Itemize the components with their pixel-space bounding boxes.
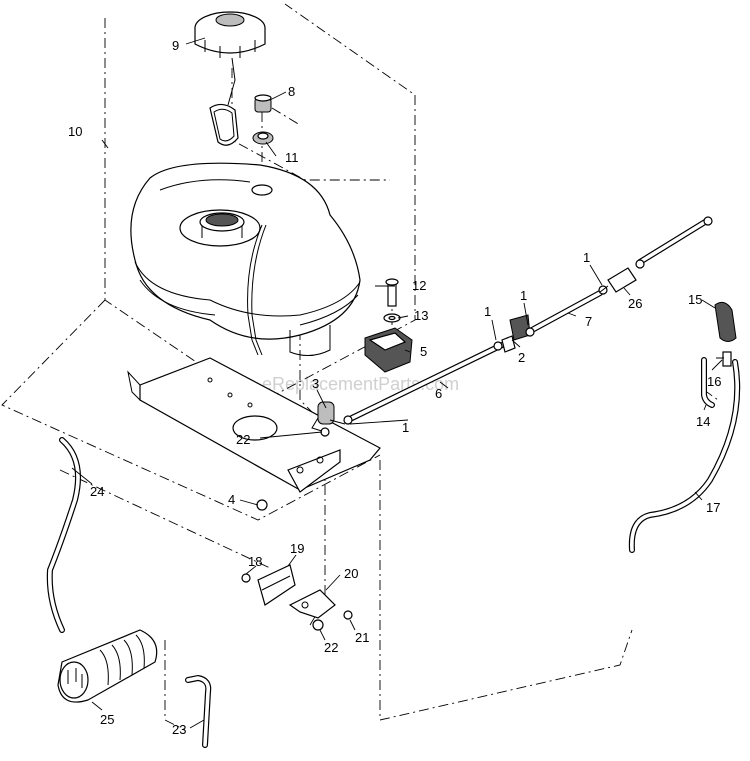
callout-13: 13 xyxy=(414,308,428,323)
grommet xyxy=(252,131,274,145)
callout-11: 11 xyxy=(285,150,299,165)
callout-6: 6 xyxy=(435,386,442,401)
callout-labels: 9 8 10 11 12 13 5 3 22 4 1 1 1 1 2 6 7 2… xyxy=(68,38,721,737)
cap-tether-gasket xyxy=(209,103,239,146)
callout-14: 14 xyxy=(696,414,710,429)
screw-21 xyxy=(343,610,353,620)
filter-bracket xyxy=(364,327,413,373)
vent-hose-short xyxy=(701,357,715,408)
inline-fuel-filter xyxy=(599,267,637,293)
callout-22-upper: 22 xyxy=(236,432,250,447)
fuel-line-hoses xyxy=(349,219,708,421)
callout-5: 5 xyxy=(420,344,427,359)
callout-9: 9 xyxy=(172,38,179,53)
fuel-cap xyxy=(194,11,266,106)
callout-20: 20 xyxy=(344,566,358,581)
leader-lines xyxy=(71,37,723,729)
callout-3: 3 xyxy=(312,376,319,391)
callout-16: 16 xyxy=(707,374,721,389)
charcoal-canister xyxy=(57,629,158,703)
callout-21: 21 xyxy=(355,630,369,645)
callout-18: 18 xyxy=(248,554,262,569)
screw-4 xyxy=(256,499,268,511)
callout-1-b: 1 xyxy=(520,288,527,303)
callout-23: 23 xyxy=(172,722,186,737)
tank-fitting xyxy=(254,94,272,113)
callout-12: 12 xyxy=(412,278,426,293)
callout-25: 25 xyxy=(100,712,114,727)
tank-assembly-boundary xyxy=(1,3,416,521)
washer xyxy=(383,313,401,323)
mount-bracket xyxy=(288,589,336,619)
bolt xyxy=(385,278,399,307)
fuel-tank xyxy=(130,162,361,356)
callout-26: 26 xyxy=(628,296,642,311)
callout-8: 8 xyxy=(288,84,295,99)
tank-mounting-plate xyxy=(127,357,381,493)
callout-1-c: 1 xyxy=(583,250,590,265)
callout-15: 15 xyxy=(688,292,702,307)
callout-24: 24 xyxy=(90,484,104,499)
callout-2: 2 xyxy=(518,350,525,365)
vent-valve xyxy=(714,301,737,342)
vent-hose-long xyxy=(628,359,741,553)
callout-7: 7 xyxy=(585,314,592,329)
nut-22-lower xyxy=(312,619,324,631)
callout-10: 10 xyxy=(68,124,82,139)
nut-22-upper xyxy=(320,427,330,437)
callout-22-lower: 22 xyxy=(324,640,338,655)
callout-1-d: 1 xyxy=(402,420,409,435)
callout-1-a: 1 xyxy=(484,304,491,319)
fuel-shutoff-valve xyxy=(311,401,346,433)
screw-18 xyxy=(241,573,251,583)
canister-bracket xyxy=(257,564,296,606)
callout-4: 4 xyxy=(228,492,235,507)
fuel-pump xyxy=(501,314,531,353)
tee-fitting xyxy=(716,351,732,367)
drain-tube xyxy=(185,674,212,748)
callout-17: 17 xyxy=(706,500,720,515)
callout-19: 19 xyxy=(290,541,304,556)
canister-hose xyxy=(46,437,81,633)
